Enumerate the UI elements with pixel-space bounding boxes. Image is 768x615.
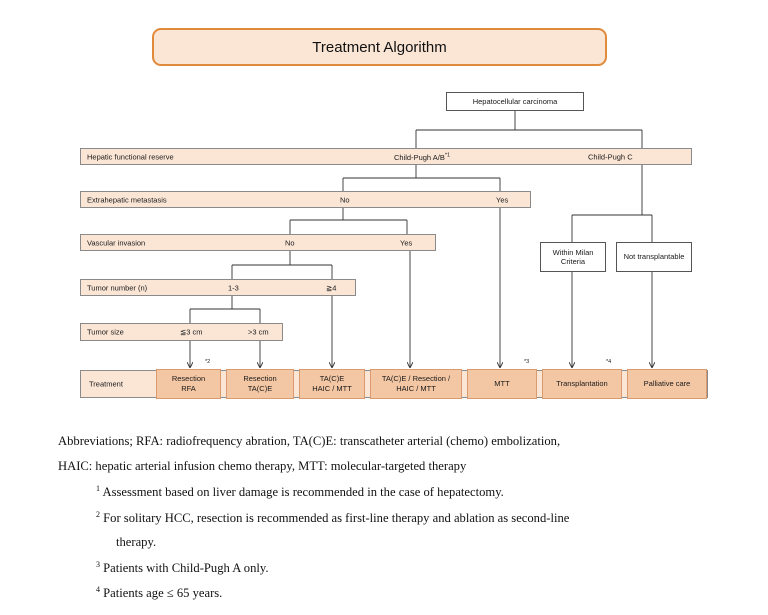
treatment-tace-resection-haic-mtt: TA(C)E / Resection /HAIC / MTT — [370, 369, 462, 399]
one-to-three-option: 1-3 — [228, 283, 239, 292]
footnote-marker-4: *4 — [606, 359, 612, 365]
hepatic-reserve-row: Hepatic functional reserve Child-Pugh A/… — [80, 148, 692, 165]
footnote-4: 4 Patients age ≤ 65 years. — [96, 585, 222, 601]
treatment-line1: Resection — [243, 374, 277, 384]
footnote-1: 1 Assessment based on liver damage is re… — [96, 484, 504, 500]
diagram-title: Treatment Algorithm — [152, 28, 607, 66]
child-pugh-ab-option: Child-Pugh A/B*1 — [394, 152, 450, 162]
treatment-transplantation: Transplantation — [542, 369, 622, 399]
row-label: Extrahepatic metastasis — [87, 195, 167, 204]
footnote-number: 3 — [96, 560, 100, 569]
row-label: Vascular invasion — [87, 238, 146, 247]
footnote-2-continued: therapy. — [116, 535, 157, 549]
treatment-line1: TA(C)E / Resection / — [381, 374, 451, 384]
treatment-line2: TA(C)E — [247, 384, 273, 393]
treatment-line2: HAIC / MTT — [396, 384, 436, 393]
footnote-text: For solitary HCC, resection is recommend… — [103, 511, 570, 526]
footnote-3: 3 Patients with Child-Pugh A only. — [96, 560, 269, 576]
treatment-line2: RFA — [181, 384, 196, 393]
vascular-invasion-row: Vascular invasion No Yes — [80, 234, 436, 251]
large-size-option: >3 cm — [248, 327, 269, 337]
option-text: Child-Pugh A/B — [394, 152, 445, 162]
treatment-palliative-care: Palliative care — [627, 369, 707, 399]
child-pugh-c-option: Child-Pugh C — [588, 152, 633, 161]
footnote-text: Assessment based on liver damage is reco… — [102, 485, 504, 500]
footnote-marker-2: *2 — [205, 359, 211, 365]
yes-option: Yes — [400, 238, 413, 247]
row-label: Tumor size — [87, 327, 124, 337]
extrahepatic-row: Extrahepatic metastasis No Yes — [80, 191, 531, 208]
four-or-more-option: ≧4 — [326, 283, 337, 292]
abbreviations-line1: Abbreviations; RFA: radiofrequency abrat… — [58, 434, 561, 448]
small-size-option: ≦3 cm — [180, 327, 203, 337]
footnote-marker-3: *3 — [524, 359, 530, 365]
no-option: No — [285, 238, 295, 247]
root-node: Hepatocellular carcinoma — [446, 92, 584, 111]
treatment-line1: TA(C)E — [319, 374, 345, 384]
footnote-text: Patients with Child-Pugh A only. — [103, 561, 269, 576]
row-label: Treatment — [89, 379, 123, 389]
footnote-2: 2 For solitary HCC, resection is recomme… — [96, 510, 569, 526]
tumor-size-row: Tumor size ≦3 cm >3 cm — [80, 323, 283, 341]
row-label: Tumor number (n) — [87, 283, 148, 292]
footnote-number: 1 — [96, 484, 100, 493]
footnote-number: 2 — [96, 510, 100, 519]
no-option: No — [340, 195, 350, 204]
treatment-line2: HAIC / MTT — [312, 384, 352, 393]
footnote-number: 4 — [96, 585, 100, 594]
yes-option: Yes — [496, 195, 509, 204]
milan-criteria-box: Within Milan Criteria — [540, 242, 606, 272]
footnote-marker: *1 — [444, 151, 451, 158]
abbreviations-line2: HAIC: hepatic arterial infusion chemo th… — [58, 459, 467, 473]
tumor-number-row: Tumor number (n) 1-3 ≧4 — [80, 279, 356, 296]
treatment-mtt: MTT — [467, 369, 537, 399]
not-transplantable-box: Not transplantable — [616, 242, 692, 272]
row-label: Hepatic functional reserve — [87, 152, 174, 161]
footnote-text: Patients age ≤ 65 years. — [103, 586, 223, 601]
treatment-line1: Resection — [171, 374, 206, 384]
